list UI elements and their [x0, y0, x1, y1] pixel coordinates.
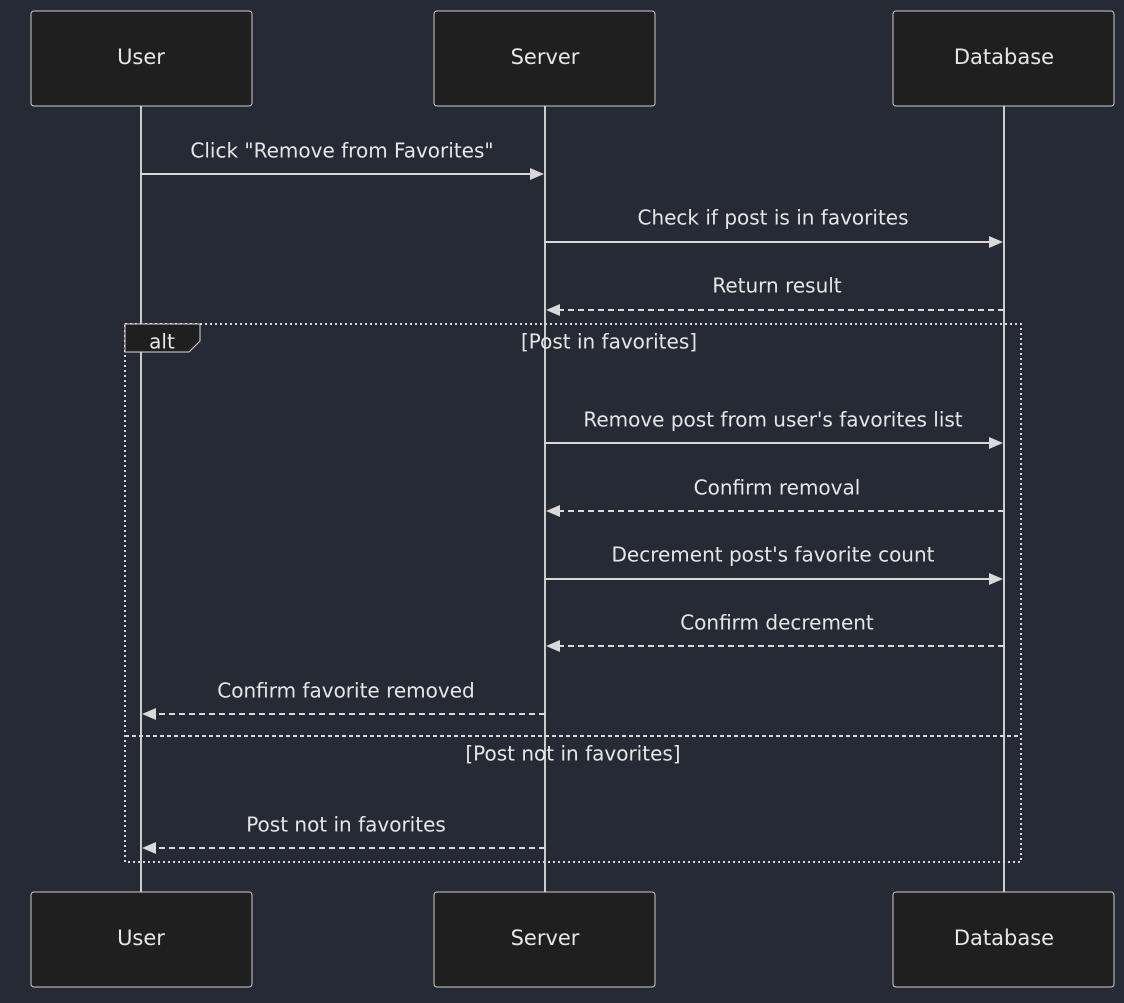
alt-frame-border: [124, 323, 1022, 863]
alt-frame-tab: [124, 323, 201, 353]
message-4: Remove post from user's favorites list: [545, 408, 1003, 449]
message-8: Confirm favorite removed: [142, 679, 545, 720]
message-1: Click "Remove from Favorites": [141, 139, 544, 180]
actor-box: [892, 10, 1115, 107]
message-5: Confirm removal: [546, 476, 1004, 517]
actor-label-database: Database: [954, 926, 1054, 950]
actor-label-server: Server: [511, 45, 580, 69]
actor-label-user: User: [117, 926, 165, 950]
actor-server-top: Server: [433, 10, 656, 107]
arrowhead: [989, 437, 1003, 449]
message-7: Confirm decrement: [546, 611, 1004, 652]
actor-user-top: User: [30, 10, 253, 107]
arrowhead: [546, 640, 560, 652]
actor-database-bottom: Database: [892, 891, 1115, 988]
actor-box: [30, 891, 253, 988]
actor-label-user: User: [117, 45, 165, 69]
arrowhead: [142, 842, 156, 854]
actor-box: [892, 891, 1115, 988]
actor-box: [433, 10, 656, 107]
actor-box: [433, 891, 656, 988]
actor-box: [30, 10, 253, 107]
actor-label-server: Server: [511, 926, 580, 950]
arrowhead: [989, 573, 1003, 585]
message-label: Decrement post's favorite count: [612, 543, 935, 567]
message-label: Confirm decrement: [680, 611, 874, 635]
alt-frame-label: alt: [149, 330, 175, 354]
actor-database-top: Database: [892, 10, 1115, 107]
message-6: Decrement post's favorite count: [545, 543, 1003, 585]
message-label: Remove post from user's favorites list: [583, 408, 962, 432]
alt-condition-2: [Post not in favorites]: [465, 742, 680, 766]
actor-user-bottom: User: [30, 891, 253, 988]
message-label: Click "Remove from Favorites": [190, 139, 493, 163]
message-label: Confirm favorite removed: [217, 679, 474, 703]
message-label: Confirm removal: [694, 476, 861, 500]
actor-label-database: Database: [954, 45, 1054, 69]
actor-server-bottom: Server: [433, 891, 656, 988]
alt-frame: alt [Post in favorites] [Post not in fav…: [124, 323, 1022, 863]
arrowhead: [546, 505, 560, 517]
arrowhead: [546, 304, 560, 316]
message-9: Post not in favorites: [142, 813, 545, 854]
alt-condition-1: [Post in favorites]: [521, 330, 697, 354]
message-label: Check if post is in favorites: [637, 206, 908, 230]
message-label: Post not in favorites: [246, 813, 446, 837]
arrowhead: [142, 708, 156, 720]
arrowhead: [989, 236, 1003, 248]
message-3: Return result: [546, 274, 1004, 316]
message-2: Check if post is in favorites: [545, 206, 1003, 248]
arrowhead: [530, 168, 544, 180]
message-label: Return result: [712, 274, 841, 298]
